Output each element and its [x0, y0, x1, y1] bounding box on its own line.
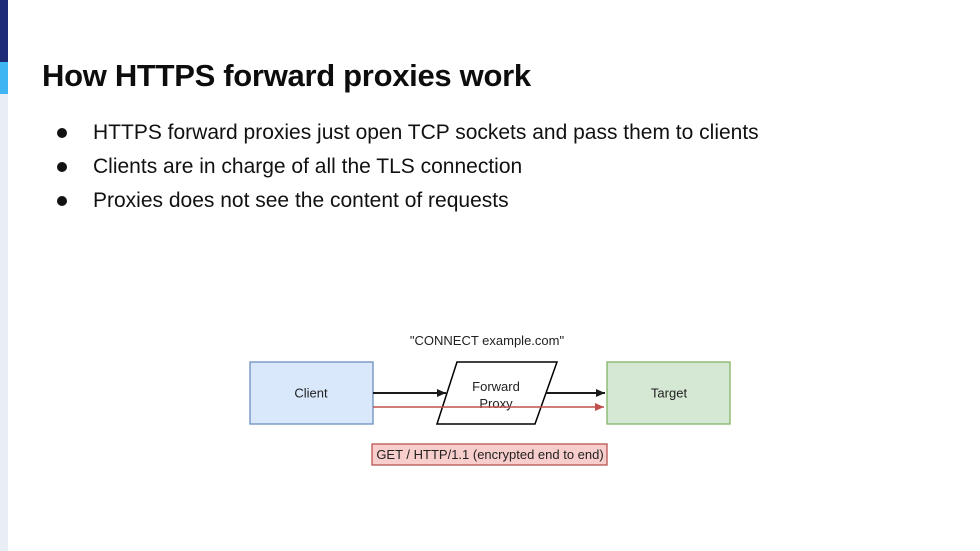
accent-bar-pale	[0, 94, 8, 551]
bullet-text: Proxies does not see the content of requ…	[93, 189, 509, 212]
bullet-text: Clients are in charge of all the TLS con…	[93, 155, 523, 178]
bullet-item: Proxies does not see the content of requ…	[0, 184, 759, 218]
bullet-item: HTTPS forward proxies just open TCP sock…	[0, 116, 759, 150]
forward-proxy-label-line1: Forward	[472, 379, 520, 394]
accent-bar-lightblue	[0, 62, 8, 94]
slide-title: How HTTPS forward proxies work	[42, 58, 531, 93]
bullet-dot-icon	[57, 162, 67, 172]
bullet-text: HTTPS forward proxies just open TCP sock…	[93, 121, 759, 144]
target-label: Target	[651, 386, 688, 401]
target-box	[606, 361, 731, 425]
bullet-list: HTTPS forward proxies just open TCP sock…	[0, 116, 759, 218]
bullet-item: Clients are in charge of all the TLS con…	[0, 150, 759, 184]
bullet-dot-icon	[57, 128, 67, 138]
client-label: Client	[294, 386, 328, 401]
bullet-dot-icon	[57, 196, 67, 206]
encrypted-request-box	[371, 443, 608, 466]
accent-bar-navy	[0, 0, 8, 62]
forward-proxy-label-line2: Proxy	[479, 396, 513, 411]
forward-proxy-shape	[435, 361, 559, 425]
encrypted-request-label: GET / HTTP/1.1 (encrypted end to end)	[376, 447, 603, 462]
connect-label: "CONNECT example.com"	[410, 333, 565, 348]
